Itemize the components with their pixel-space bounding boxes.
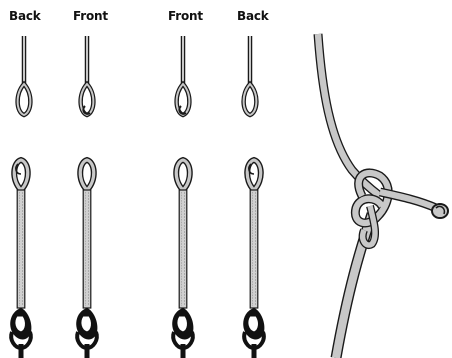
figure-knot-closeup <box>318 34 448 358</box>
figure-top-front-right <box>177 36 190 115</box>
figure-top-back-right <box>244 36 257 115</box>
figure-bottom-front-right <box>172 160 193 358</box>
figure-top-front-left <box>81 36 94 115</box>
figure-bottom-front-left <box>76 160 97 358</box>
figure-top-back-left <box>18 36 31 115</box>
figure-bottom-back-left <box>10 160 31 358</box>
figure-bottom-back-right <box>243 160 264 358</box>
